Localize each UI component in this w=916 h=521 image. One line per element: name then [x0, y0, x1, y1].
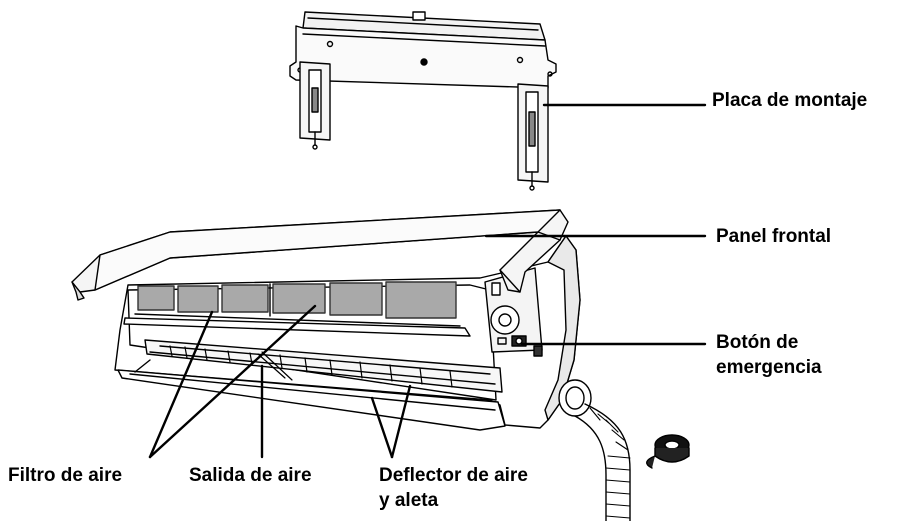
label-emergency-button-line1: Botón de	[716, 332, 799, 353]
front-panel	[71, 209, 569, 301]
air-filter-grid	[134, 281, 461, 327]
indoor-unit	[114, 235, 581, 431]
leader-deflector-1	[370, 396, 394, 459]
control-box	[484, 267, 543, 357]
label-mounting-plate: Placa de montaje	[712, 90, 868, 111]
leader-deflector-2	[390, 384, 412, 459]
air-deflector	[117, 359, 506, 431]
leader-filtro-2	[148, 304, 317, 459]
label-emergency-button-line2: emergencia	[716, 357, 822, 378]
leader-lines	[148, 103, 707, 459]
label-air-deflector-line2: y aleta	[379, 490, 439, 511]
label-air-deflector: Deflector de aire y aleta	[379, 463, 528, 513]
label-front-panel: Panel frontal	[716, 226, 832, 247]
leader-filtro-1	[148, 310, 214, 459]
air-outlet	[144, 339, 503, 393]
drain-pipe	[558, 379, 631, 521]
mounting-plate	[289, 11, 557, 191]
label-air-outlet: Salida de aire	[189, 465, 312, 486]
label-air-deflector-line1: Deflector de aire	[379, 465, 528, 486]
tape-roll	[646, 434, 690, 469]
label-emergency-button: Botón de emergencia	[716, 330, 822, 380]
label-air-filter: Filtro de aire	[8, 465, 123, 486]
